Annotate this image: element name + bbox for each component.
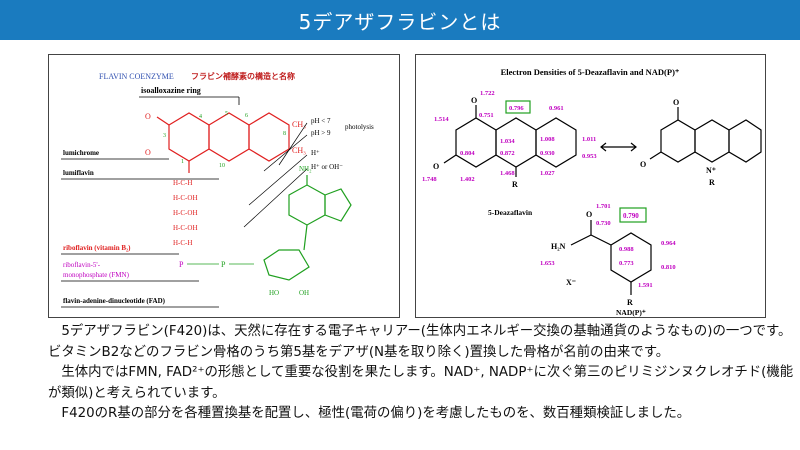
paragraph-3: F420のR基の部分を各種置換基を配置し、極性(電荷の偏り)を考慮したものを、数…: [48, 406, 691, 421]
deaza-r: R: [512, 180, 518, 189]
electron-density-figure: Electron Densities of 5-Deazaflavin and …: [415, 54, 766, 318]
density-0872: 0.872: [500, 150, 515, 157]
density-0804: 0.804: [460, 150, 475, 157]
x-minus-label: X⁻: [566, 278, 576, 287]
density-0796: 0.796: [509, 105, 524, 112]
nad-0773: 0.773: [619, 260, 634, 267]
nad-ring: [570, 220, 652, 295]
riboflavin-label: riboflavin (vitamin B₂): [63, 244, 131, 252]
nad-1653: 1.653: [540, 260, 555, 267]
density-1514: 1.514: [434, 116, 449, 123]
figure-heading-jp: フラビン補酵素の構造と名称: [191, 71, 295, 81]
resonance-rings: [649, 107, 762, 163]
density-0961: 0.961: [549, 105, 564, 112]
density-1011: 1.011: [582, 136, 596, 143]
fmn-label-1: riboflavin-5'-: [63, 261, 101, 269]
ring-oxygen-bottom: O: [145, 148, 151, 157]
figure-heading-en: FLAVIN COENZYME: [99, 72, 174, 81]
density-1468: 1.468: [500, 170, 515, 177]
paragraph-1: 5デアザフラビン(F420)は、天然に存在する電子キャリアー(生体内エネルギー交…: [48, 324, 792, 360]
nad-0964: 0.964: [661, 240, 676, 247]
lumiflavin-label: lumiflavin: [63, 169, 94, 177]
ribose-oh: OH: [299, 289, 309, 297]
nh2-label: NH₂: [299, 165, 312, 173]
chain-1: H-C-H: [173, 179, 192, 187]
fad-label: flavin-adenine-dinucleotide (FAD): [63, 297, 166, 305]
deazaflavin-label: 5-Deazaflavin: [488, 208, 533, 217]
density-0953: 0.953: [582, 153, 597, 160]
ring-number-10: 10: [219, 163, 225, 169]
res-o-top: O: [673, 98, 679, 107]
nad-0810: 0.810: [661, 264, 676, 271]
res-r: R: [709, 178, 715, 187]
flavin-structure-diagram: FLAVIN COENZYME フラビン補酵素の構造と名称 isoalloxaz…: [61, 71, 374, 308]
density-0930: 0.930: [540, 150, 555, 157]
paragraph-2: 生体内ではFMN, FAD²⁺の形態として重要な役割を果たします。NAD⁺, N…: [48, 365, 794, 401]
nad-0730: 0.730: [596, 220, 611, 227]
density-1027: 1.027: [540, 170, 555, 177]
deaza-highlight-box: [505, 100, 531, 114]
density-1402: 1.402: [460, 176, 475, 183]
fmn-label-2: monophosphate (FMN): [63, 271, 130, 279]
photolysis-label: photolysis: [345, 123, 374, 131]
lumichrome-label: lumichrome: [63, 149, 99, 157]
phosphate-1: P: [179, 260, 184, 269]
res-o-left: O: [640, 160, 646, 169]
density-1008: 1.008: [540, 136, 555, 143]
ring-number-5: 5: [225, 111, 228, 117]
density-1034: 1.034: [500, 138, 515, 145]
chain-4: H-C-OH: [173, 224, 198, 232]
h-or-oh-label: H⁺ or OH⁻: [311, 163, 343, 171]
flavin-coenzyme-figure: FLAVIN COENZYME フラビン補酵素の構造と名称 isoalloxaz…: [48, 54, 400, 318]
res-nplus: N⁺: [706, 166, 716, 175]
nad-o: O: [586, 210, 592, 219]
page-title: 5デアザフラビンとは: [0, 0, 800, 40]
density-1748: 1.748: [422, 176, 437, 183]
methyl-bottom: CH₃: [292, 146, 306, 155]
nad-0988: 0.988: [619, 246, 634, 253]
adenine-rings: [263, 175, 352, 281]
deaza-o-top: O: [471, 96, 477, 105]
ring-oxygen-top: O: [145, 112, 151, 121]
isoalloxazine-rings: [156, 112, 290, 173]
h-plus-label: H⁺: [311, 149, 320, 157]
density-0751: 0.751: [479, 112, 494, 119]
phosphate-2: P: [221, 260, 226, 269]
ring-number-1: 1: [181, 159, 184, 165]
ribose-ho: HO: [269, 289, 279, 297]
resonance-arrow: [600, 142, 637, 152]
description-text: 5デアザフラビン(F420)は、天然に存在する電子キャリアー(生体内エネルギー交…: [48, 322, 800, 425]
chain-3: H-C-OH: [173, 209, 198, 217]
isoalloxazine-label: isoalloxazine ring: [141, 86, 201, 95]
deaza-o-left: O: [433, 162, 439, 171]
density-heading: Electron Densities of 5-Deazaflavin and …: [501, 67, 680, 77]
ring-number-4: 4: [199, 114, 202, 120]
ring-number-3: 3: [163, 133, 166, 139]
ring-number-6: 6: [245, 113, 248, 119]
nad-1701: 1.701: [596, 203, 611, 210]
nad-highlight-box: [619, 207, 647, 223]
electron-density-diagram: Electron Densities of 5-Deazaflavin and …: [422, 67, 762, 317]
ring-number-8: 8: [283, 131, 286, 137]
nad-label: NAD(P)⁺: [616, 308, 646, 317]
chain-2: H-C-OH: [173, 194, 198, 202]
ph-gt-label: pH > 9: [311, 129, 331, 137]
nad-r: R: [627, 298, 633, 307]
h2n-label: H₂N: [551, 242, 566, 251]
nad-boxed-value: 0.790: [623, 212, 639, 220]
density-1722: 1.722: [480, 90, 495, 97]
deazaflavin-rings: [443, 105, 577, 177]
methyl-top: CH₃: [292, 120, 306, 129]
nad-1591: 1.591: [638, 282, 653, 289]
ph-lt-label: pH < 7: [311, 117, 331, 125]
chain-5: H-C-H: [173, 239, 192, 247]
